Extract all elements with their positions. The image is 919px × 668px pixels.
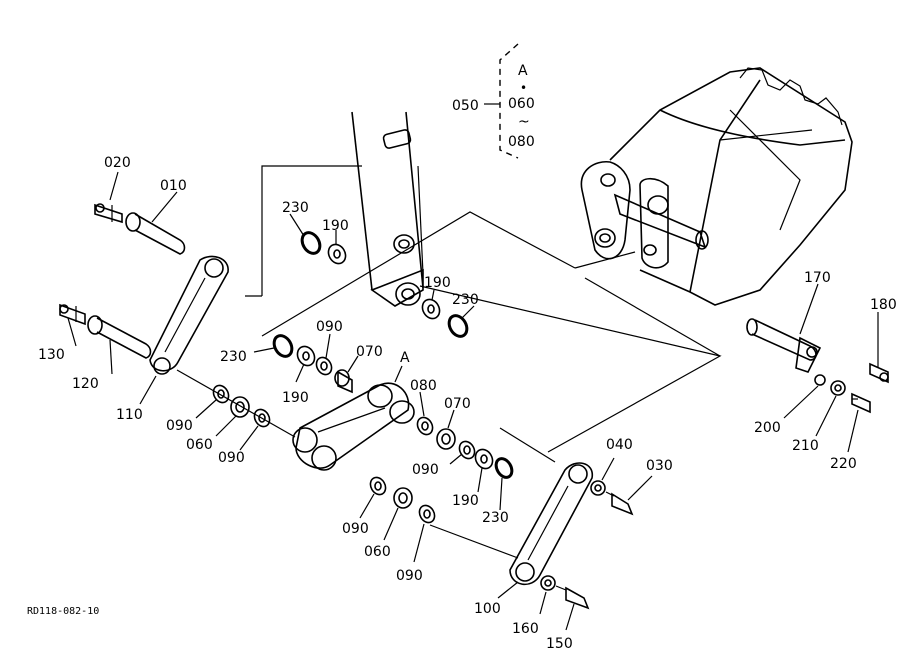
label-220: 220: [830, 456, 857, 472]
kit-callout-bracket: [484, 43, 519, 159]
boom-arm: [351, 111, 424, 307]
label-090-mid: 090: [412, 462, 439, 478]
label-190-left: 190: [282, 390, 309, 406]
label-020: 020: [104, 155, 131, 171]
label-130: 130: [38, 347, 65, 363]
part-labels: 050 A • 060 ~ 080 020 010 230 190 190 23…: [38, 63, 897, 652]
label-090-bottom: 090: [396, 568, 423, 584]
pin-010-assembly: [94, 203, 186, 255]
label-070-right: 070: [444, 396, 471, 412]
label-110: 110: [116, 407, 143, 423]
label-090-left-lower: 090: [218, 450, 245, 466]
link-a: [292, 382, 415, 471]
bucket: [580, 67, 853, 306]
drawing-id: RD118-082-10: [27, 606, 100, 617]
label-060-left: 060: [186, 437, 213, 453]
label-marker-a: A: [400, 350, 410, 366]
label-090-left: 090: [166, 418, 193, 434]
label-210: 210: [792, 438, 819, 454]
label-150: 150: [546, 636, 573, 652]
label-200: 200: [754, 420, 781, 436]
label-230-lower: 230: [482, 510, 509, 526]
label-060-lower: 060: [364, 544, 391, 560]
pin-170-assembly: [746, 318, 889, 414]
label-kit-dot: •: [520, 81, 527, 95]
label-kit-marker-a: A: [518, 63, 528, 79]
link-110: [149, 255, 229, 375]
label-kit-tilde: ~: [518, 114, 530, 130]
leader-lines: [67, 171, 879, 631]
label-090-upper: 090: [316, 319, 343, 335]
pin-120-assembly: [59, 303, 152, 359]
label-kit-080: 080: [508, 134, 535, 150]
label-190-right: 190: [424, 275, 451, 291]
label-080: 080: [410, 378, 437, 394]
label-030: 030: [646, 458, 673, 474]
label-190-upper: 190: [322, 218, 349, 234]
label-160: 160: [512, 621, 539, 637]
label-230-right: 230: [452, 292, 479, 308]
label-050: 050: [452, 98, 479, 114]
label-040: 040: [606, 437, 633, 453]
bolt-150-assembly: [540, 575, 590, 610]
label-230-upper: 230: [282, 200, 309, 216]
label-090-lower: 090: [342, 521, 369, 537]
assembly-frame-lines: [176, 165, 722, 559]
label-230-left: 230: [220, 349, 247, 365]
label-180: 180: [870, 297, 897, 313]
label-120: 120: [72, 376, 99, 392]
link-100: [509, 462, 593, 586]
bushings-and-seals: [212, 231, 514, 524]
label-100: 100: [474, 601, 501, 617]
label-170: 170: [804, 270, 831, 286]
label-kit-060: 060: [508, 96, 535, 112]
label-010: 010: [160, 178, 187, 194]
label-190-mid: 190: [452, 493, 479, 509]
bolt-030-assembly: [590, 480, 634, 516]
label-070-upper: 070: [356, 344, 383, 360]
